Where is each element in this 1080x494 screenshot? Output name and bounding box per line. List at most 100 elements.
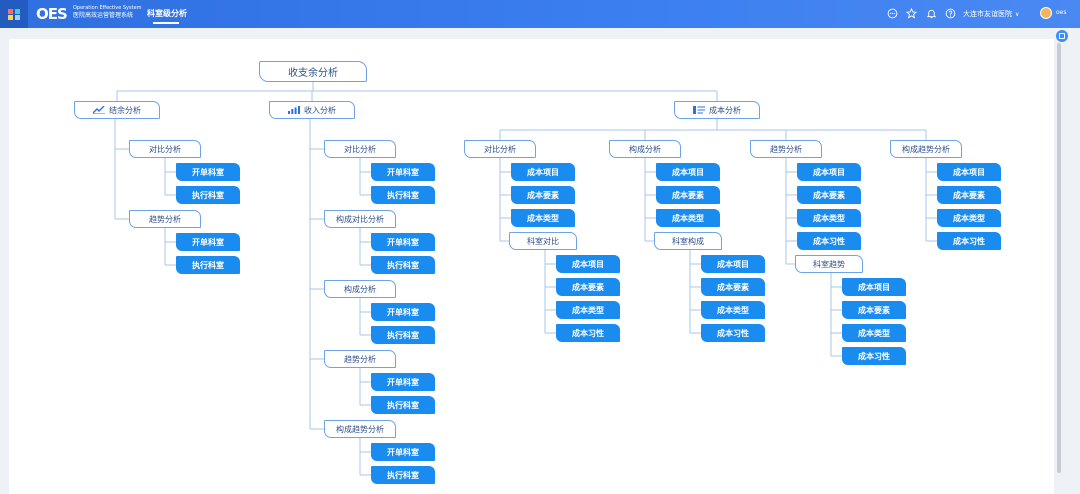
node-label: 科室构成 xyxy=(672,236,704,246)
user-name[interactable]: oes xyxy=(1056,9,1067,16)
leaf-node[interactable]: 成本习性 xyxy=(842,347,906,365)
node-label: 趋势分析 xyxy=(770,144,802,154)
node-label: 成本项目 xyxy=(953,167,985,177)
level1-shouru[interactable]: 收入分析 xyxy=(269,101,355,119)
leaf-node[interactable]: 开单科室 xyxy=(371,163,435,181)
group-node[interactable]: 构成对比分析 xyxy=(324,210,396,228)
node-label: 成本类型 xyxy=(953,213,985,223)
leaf-node[interactable]: 执行科室 xyxy=(371,396,435,414)
leaf-node[interactable]: 成本类型 xyxy=(701,301,765,319)
leaf-node[interactable]: 成本类型 xyxy=(511,209,575,227)
cost-column-node[interactable]: 构成分析 xyxy=(609,140,681,158)
level1-jieyu[interactable]: 结余分析 xyxy=(74,101,160,119)
leaf-node[interactable]: 成本习性 xyxy=(797,232,861,250)
node-label: 执行科室 xyxy=(192,190,224,200)
leaf-node[interactable]: 开单科室 xyxy=(371,233,435,251)
node-label: 构成分析 xyxy=(629,144,661,154)
node-label: 成本习性 xyxy=(572,328,604,338)
node-label: 执行科室 xyxy=(387,470,419,480)
node-label: 成本类型 xyxy=(572,305,604,315)
brand-logo: OES xyxy=(36,5,68,23)
leaf-node[interactable]: 开单科室 xyxy=(371,373,435,391)
leaf-node[interactable]: 成本要素 xyxy=(797,186,861,204)
leaf-node[interactable]: 执行科室 xyxy=(176,186,240,204)
node-label: 成本项目 xyxy=(813,167,845,177)
node-label: 开单科室 xyxy=(387,167,419,177)
nav-tab-dept-analysis[interactable]: 科室级分析 xyxy=(147,9,187,18)
leaf-node[interactable]: 成本类型 xyxy=(842,324,906,342)
group-node[interactable]: 趋势分析 xyxy=(129,210,201,228)
leaf-node[interactable]: 执行科室 xyxy=(176,256,240,274)
leaf-node[interactable]: 开单科室 xyxy=(371,443,435,461)
help-icon[interactable] xyxy=(945,8,956,19)
leaf-node[interactable]: 成本项目 xyxy=(797,163,861,181)
hospital-name: 大连市友谊医院 xyxy=(963,10,1012,18)
hospital-selector[interactable]: 大连市友谊医院∨ xyxy=(963,9,1019,19)
node-label: 成本习性 xyxy=(953,236,985,246)
node-label: 成本项目 xyxy=(527,167,559,177)
node-label: 收支余分析 xyxy=(288,68,338,79)
leaf-node[interactable]: 执行科室 xyxy=(371,256,435,274)
group-node[interactable]: 构成分析 xyxy=(324,280,396,298)
sub-group-node[interactable]: 科室趋势 xyxy=(795,255,863,273)
vertical-scrollbar[interactable] xyxy=(1057,43,1061,473)
leaf-node[interactable]: 成本项目 xyxy=(701,255,765,273)
leaf-node[interactable]: 成本项目 xyxy=(937,163,1001,181)
leaf-node[interactable]: 开单科室 xyxy=(176,163,240,181)
leaf-node[interactable]: 成本类型 xyxy=(656,209,720,227)
leaf-node[interactable]: 成本要素 xyxy=(937,186,1001,204)
leaf-node[interactable]: 执行科室 xyxy=(371,326,435,344)
cost-column-node[interactable]: 趋势分析 xyxy=(750,140,822,158)
node-label: 结余分析 xyxy=(109,105,141,115)
leaf-node[interactable]: 开单科室 xyxy=(371,303,435,321)
leaf-node[interactable]: 执行科室 xyxy=(371,186,435,204)
trend-icon xyxy=(93,106,105,114)
app-grid-icon[interactable] xyxy=(0,0,28,28)
leaf-node[interactable]: 成本要素 xyxy=(656,186,720,204)
leaf-node[interactable]: 成本要素 xyxy=(511,186,575,204)
message-icon[interactable] xyxy=(887,8,898,19)
node-label: 收入分析 xyxy=(304,105,336,115)
node-label: 科室对比 xyxy=(527,236,559,246)
node-label: 成本项目 xyxy=(572,259,604,269)
level1-chengben[interactable]: 成本分析 xyxy=(674,101,760,119)
leaf-node[interactable]: 成本习性 xyxy=(556,324,620,342)
node-label: 开单科室 xyxy=(387,307,419,317)
node-label: 开单科室 xyxy=(192,167,224,177)
leaf-node[interactable]: 开单科室 xyxy=(176,233,240,251)
leaf-node[interactable]: 成本项目 xyxy=(656,163,720,181)
leaf-node[interactable]: 成本项目 xyxy=(511,163,575,181)
star-icon[interactable] xyxy=(906,8,917,19)
leaf-node[interactable]: 成本类型 xyxy=(556,301,620,319)
leaf-node[interactable]: 成本习性 xyxy=(701,324,765,342)
cost-column-node[interactable]: 对比分析 xyxy=(464,140,536,158)
node-label: 构成分析 xyxy=(344,284,376,294)
node-label: 成本习性 xyxy=(858,351,890,361)
avatar[interactable] xyxy=(1040,7,1052,19)
sub-group-node[interactable]: 科室对比 xyxy=(509,232,577,250)
leaf-node[interactable]: 成本项目 xyxy=(842,278,906,296)
leaf-node[interactable]: 成本项目 xyxy=(556,255,620,273)
chevron-down-icon: ∨ xyxy=(1015,11,1020,18)
root-node[interactable]: 收支余分析 xyxy=(259,61,367,82)
leaf-node[interactable]: 成本习性 xyxy=(937,232,1001,250)
bell-icon[interactable] xyxy=(926,8,937,19)
node-label: 成本项目 xyxy=(717,259,749,269)
node-label: 科室趋势 xyxy=(813,259,845,269)
nav-tab-active-indicator xyxy=(153,22,179,24)
leaf-node[interactable]: 成本要素 xyxy=(556,278,620,296)
cost-column-node[interactable]: 构成趋势分析 xyxy=(890,140,962,158)
leaf-node[interactable]: 执行科室 xyxy=(371,466,435,484)
leaf-node[interactable]: 成本要素 xyxy=(701,278,765,296)
leaf-node[interactable]: 成本类型 xyxy=(797,209,861,227)
group-node[interactable]: 对比分析 xyxy=(129,140,201,158)
brand-subtitle-en: Operation Effective System xyxy=(73,5,142,11)
leaf-node[interactable]: 成本类型 xyxy=(937,209,1001,227)
node-label: 执行科室 xyxy=(387,190,419,200)
leaf-node[interactable]: 成本要素 xyxy=(842,301,906,319)
floating-tool-icon[interactable] xyxy=(1056,30,1068,42)
sub-group-node[interactable]: 科室构成 xyxy=(654,232,722,250)
group-node[interactable]: 趋势分析 xyxy=(324,350,396,368)
group-node[interactable]: 对比分析 xyxy=(324,140,396,158)
group-node[interactable]: 构成趋势分析 xyxy=(324,420,396,438)
